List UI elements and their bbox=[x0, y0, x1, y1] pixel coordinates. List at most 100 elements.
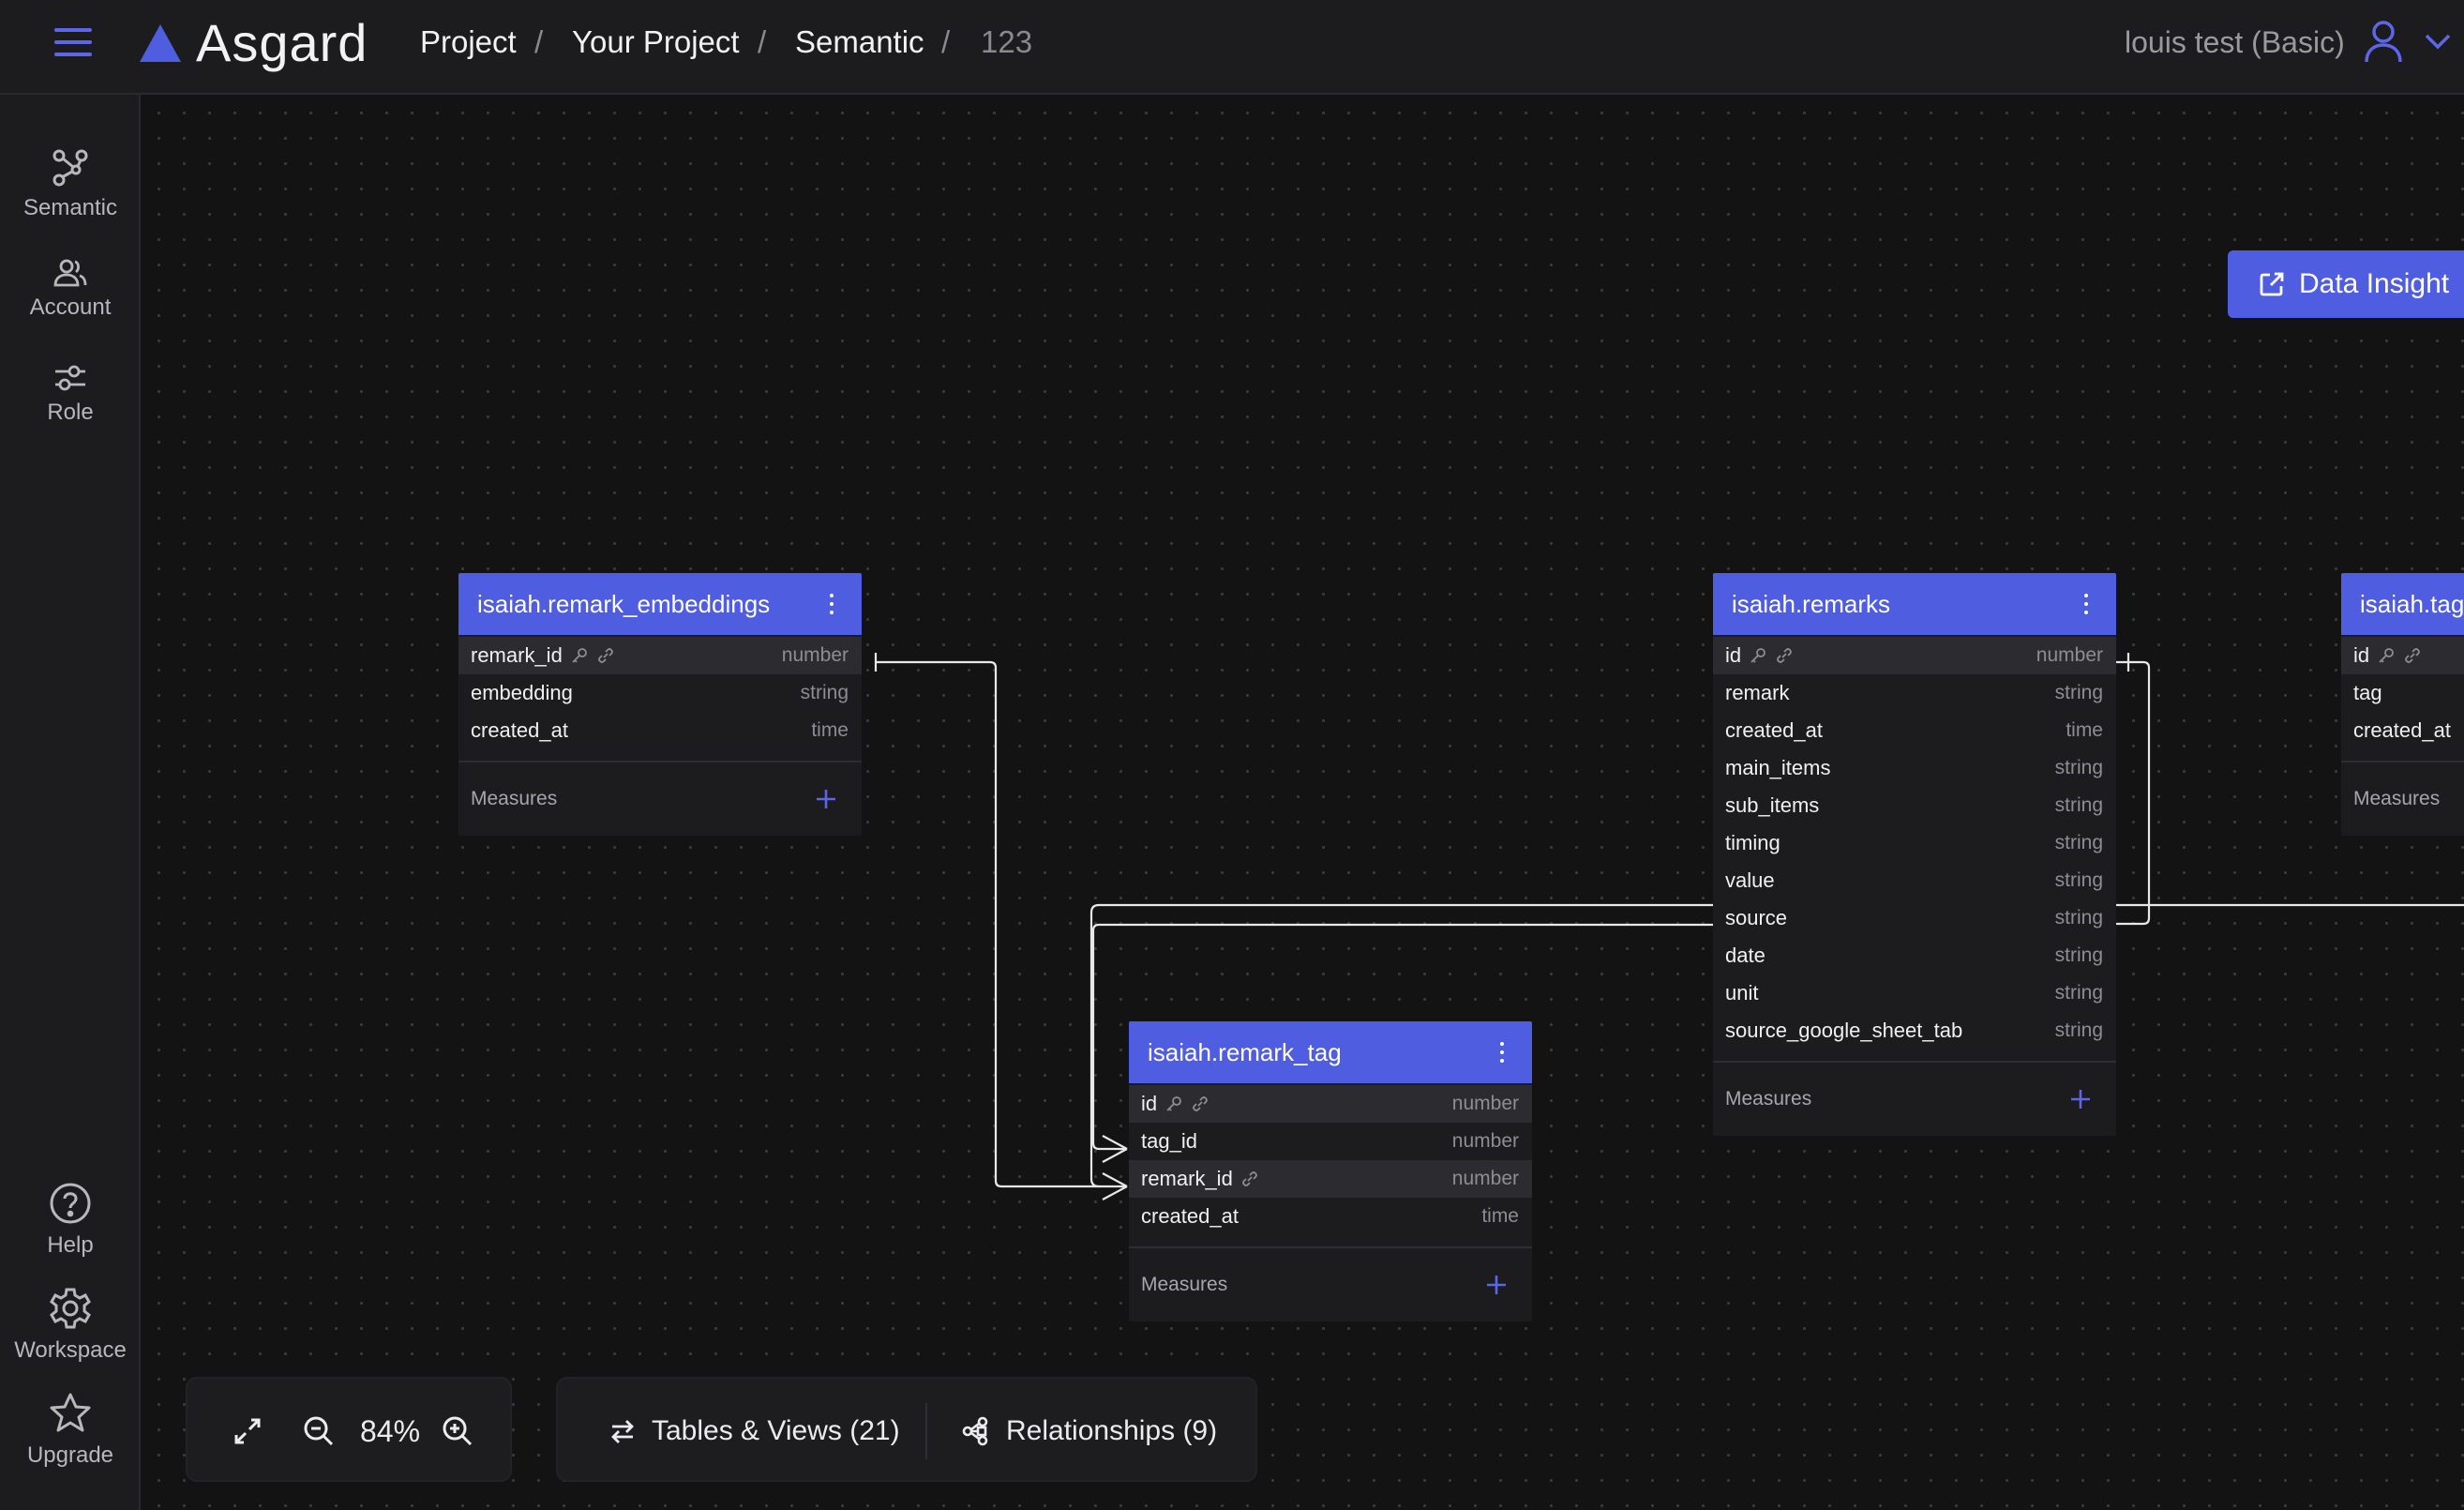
sidebar-item-upgrade[interactable]: Upgrade bbox=[0, 1391, 141, 1470]
sidebar-item-label: Upgrade bbox=[26, 1442, 114, 1468]
measures-section: Measures bbox=[1713, 1061, 2116, 1136]
field-row[interactable]: id number bbox=[1713, 637, 2116, 674]
field-type: string bbox=[800, 682, 849, 703]
breadcrumb-separator: / bbox=[758, 24, 767, 59]
tables-views-label: Tables & Views (21) bbox=[652, 1415, 900, 1446]
field-row[interactable]: created_at time bbox=[1129, 1198, 1532, 1235]
key-icon bbox=[572, 648, 587, 663]
field-row[interactable]: timing string bbox=[1713, 824, 2116, 862]
key-icon bbox=[1750, 648, 1766, 663]
diagram-canvas[interactable]: Data Insight isaiah.remark_embeddings re… bbox=[141, 95, 2464, 1510]
field-name: source bbox=[1725, 906, 1788, 929]
add-measure-icon[interactable] bbox=[2067, 1086, 2094, 1112]
breadcrumb-semantic[interactable]: Semantic bbox=[795, 24, 924, 59]
relationship-line bbox=[1091, 923, 1714, 1151]
relationship-line bbox=[876, 660, 1127, 1188]
field-name: tag_id bbox=[1141, 1129, 1197, 1153]
add-measure-icon[interactable] bbox=[813, 786, 839, 812]
field-row[interactable]: id number bbox=[2341, 637, 2464, 674]
entity-card-header[interactable]: isaiah.tags bbox=[2341, 573, 2464, 635]
zoom-level: 84% bbox=[360, 1414, 421, 1448]
relationships-button[interactable]: Relationships (9) bbox=[961, 1403, 1217, 1459]
field-name: remark_id bbox=[1141, 1167, 1233, 1190]
data-insight-button[interactable]: Data Insight bbox=[2228, 250, 2464, 318]
field-type: string bbox=[2054, 869, 2103, 891]
user-name[interactable]: louis test (Basic) bbox=[2125, 25, 2345, 59]
field-type: string bbox=[2054, 982, 2103, 1004]
breadcrumb-your-project[interactable]: Your Project bbox=[572, 24, 740, 59]
field-type: string bbox=[2054, 1019, 2103, 1041]
entity-card-remark-embeddings[interactable]: isaiah.remark_embeddings remark_id numbe… bbox=[458, 573, 862, 836]
fit-view-icon[interactable] bbox=[229, 1412, 266, 1450]
more-options-icon[interactable] bbox=[2077, 590, 2096, 618]
field-row[interactable]: created_at time bbox=[458, 712, 862, 749]
entity-card-header[interactable]: isaiah.remark_tag bbox=[1129, 1021, 1532, 1083]
link-icon bbox=[2405, 648, 2421, 663]
field-row[interactable]: remark_id number bbox=[1129, 1160, 1532, 1198]
field-row[interactable]: created_at time bbox=[2341, 712, 2464, 749]
field-type: time bbox=[1481, 1205, 1519, 1227]
measures-label: Measures bbox=[2353, 788, 2441, 809]
sidebar-item-role[interactable]: Role bbox=[0, 363, 141, 427]
field-type: number bbox=[1451, 1130, 1519, 1152]
breadcrumb-project[interactable]: Project bbox=[420, 24, 517, 59]
field-name: remark_id bbox=[471, 643, 563, 667]
sidebar-item-account[interactable]: Account bbox=[0, 258, 141, 322]
field-type: time bbox=[811, 719, 849, 741]
data-insight-button-group: Data Insight bbox=[2228, 250, 2464, 318]
toolbar-divider bbox=[925, 1403, 927, 1459]
entity-title: isaiah.tags bbox=[2360, 589, 2464, 618]
field-type: number bbox=[781, 644, 849, 666]
measures-section: Measures bbox=[2341, 761, 2464, 836]
field-row[interactable]: remark_id number bbox=[458, 637, 862, 674]
zoom-out-icon[interactable] bbox=[300, 1412, 338, 1450]
field-row[interactable]: tag string bbox=[2341, 674, 2464, 712]
chevron-down-icon[interactable] bbox=[2423, 28, 2453, 54]
role-sliders-icon bbox=[55, 365, 85, 391]
entity-title: isaiah.remark_embeddings bbox=[477, 589, 771, 618]
field-name: id bbox=[1141, 1092, 1158, 1115]
sidebar-item-workspace[interactable]: Workspace bbox=[0, 1286, 141, 1365]
more-options-icon[interactable] bbox=[1493, 1038, 1511, 1066]
breadcrumb-separator: / bbox=[941, 24, 951, 59]
sidebar-item-semantic[interactable]: Semantic bbox=[0, 147, 141, 222]
sidebar-item-label: Workspace bbox=[14, 1337, 127, 1363]
field-list: remark_id number embedding string create… bbox=[458, 635, 862, 749]
sidebar-item-help[interactable]: Help bbox=[0, 1181, 141, 1260]
relationship-line bbox=[2115, 660, 2151, 926]
menu-icon[interactable] bbox=[54, 26, 92, 58]
entity-card-header[interactable]: isaiah.remark_embeddings bbox=[458, 573, 862, 635]
tables-views-button[interactable]: Tables & Views (21) bbox=[608, 1403, 900, 1459]
link-icon bbox=[1777, 648, 1793, 663]
top-bar: Asgard Project / Your Project / Semantic… bbox=[0, 0, 2464, 95]
relationship-lines bbox=[874, 653, 2464, 1200]
entity-card-remark-tag[interactable]: isaiah.remark_tag id number tag_id numbe… bbox=[1129, 1021, 1532, 1321]
field-type: string bbox=[2054, 832, 2103, 853]
field-row[interactable]: tag_id number bbox=[1129, 1123, 1532, 1160]
field-type: number bbox=[2036, 644, 2103, 666]
field-name: timing bbox=[1725, 831, 1780, 854]
field-name: created_at bbox=[471, 718, 568, 742]
user-icon[interactable] bbox=[2363, 19, 2404, 64]
field-row[interactable]: embedding string bbox=[458, 674, 862, 712]
link-icon bbox=[1193, 1096, 1209, 1111]
more-options-icon[interactable] bbox=[822, 590, 841, 618]
zoom-in-icon[interactable] bbox=[439, 1412, 476, 1450]
entity-card-tags[interactable]: isaiah.tags id number tag string created… bbox=[2341, 573, 2464, 836]
field-name: embedding bbox=[471, 681, 573, 704]
field-type: string bbox=[2054, 682, 2103, 703]
add-measure-icon[interactable] bbox=[1483, 1272, 1510, 1298]
entity-card-header[interactable]: isaiah.remarks bbox=[1713, 573, 2116, 635]
field-row[interactable]: id number bbox=[1129, 1085, 1532, 1123]
